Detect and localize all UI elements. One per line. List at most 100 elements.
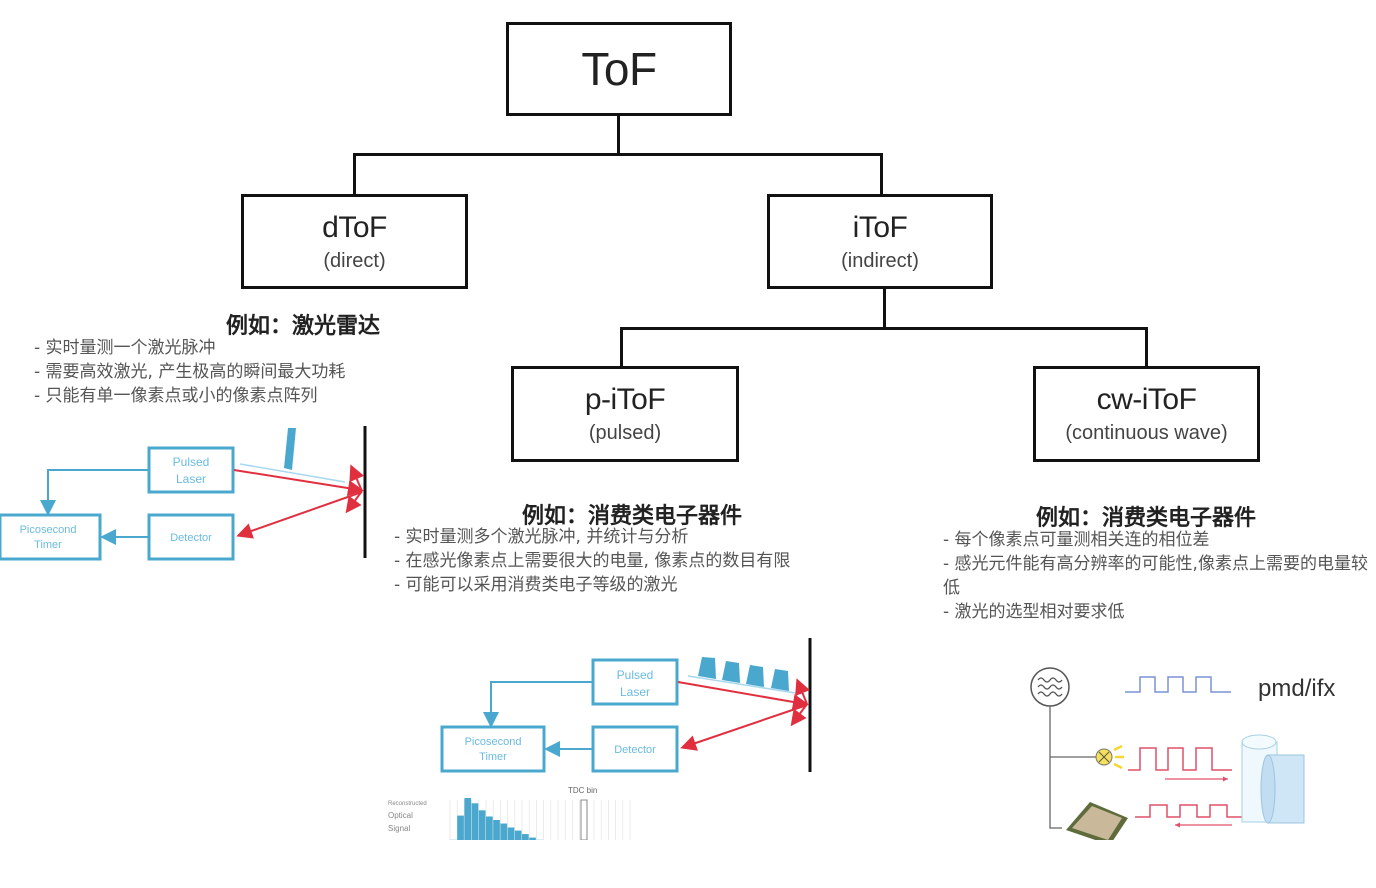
node-pitof-subtitle: (pulsed) (588, 422, 662, 444)
node-itof-title: iToF (852, 210, 908, 244)
node-itof-subtitle: (indirect) (841, 249, 919, 272)
laser-label: Laser (176, 472, 206, 486)
scatter-arrow (795, 678, 810, 705)
connector (353, 153, 883, 156)
detector-label: Detector (614, 744, 656, 756)
bullet: - 每个像素点可量测相关连的相位差 (943, 530, 1210, 550)
bullet: - 需要高效激光, 产生极高的瞬间最大功耗 (34, 362, 346, 382)
emitted-beam (677, 681, 809, 710)
bullet: - 实时量测多个激光脉冲, 并统计与分析 (394, 527, 689, 547)
node-dtof-subtitle: (direct) (323, 249, 386, 272)
sensor-chip-icon (1066, 802, 1128, 840)
histogram-bar (478, 810, 486, 840)
arrowhead (1175, 822, 1180, 828)
scatter-arrow (790, 703, 808, 727)
pulsed-laser-box (147, 446, 235, 494)
reflected-beam (236, 491, 363, 539)
histogram-marker-label: TDC bin (568, 786, 597, 795)
bullet: - 实时量测一个激光脉冲 (34, 338, 216, 358)
pulse-shape (771, 669, 789, 691)
bullet: - 感光元件能有高分辨率的可能性,像素点上需要的电量较低 (943, 554, 1368, 598)
histogram-ylabel: Reconstructed (388, 801, 427, 807)
pulse-baseline (687, 675, 803, 695)
histogram-bar (486, 816, 493, 840)
scatter-arrow (345, 490, 363, 514)
cwitof-diagram: pmd/ifx (1030, 667, 1335, 840)
node-cwitof-subtitle: (continuous wave) (1065, 422, 1228, 444)
tdc-bin-marker (580, 799, 588, 840)
timer-label: Picosecond (465, 736, 522, 748)
scatter-arrow (349, 464, 365, 492)
dtof-diagram: Pulsed Laser Detector Picosecond Timer (0, 426, 367, 561)
laser-label: Laser (620, 685, 650, 699)
light-source-cross (1098, 751, 1110, 763)
timer-box (440, 725, 546, 773)
light-rays (1113, 744, 1124, 770)
tdc-histogram: Reconstructed Optical Signal TDC bin (388, 786, 631, 840)
pulse-shape (698, 657, 716, 679)
pulse-shape (722, 661, 740, 683)
histogram-ylabel: Signal (388, 824, 410, 833)
pmd-label: pmd/ifx (1258, 675, 1335, 702)
node-pitof-title: p-iToF (584, 383, 666, 416)
pitof-bullets: - 实时量测多个激光脉冲, 并统计与分析 - 在感光像素点上需要很大的电量, 像… (394, 525, 790, 597)
connector (883, 289, 886, 329)
histogram-bar (507, 827, 515, 840)
emitted-beam (233, 469, 364, 497)
laser-label: Pulsed (173, 455, 210, 469)
detector-label: Detector (170, 532, 212, 544)
pitof-diagram: Pulsed Laser Detector Picosecond Timer (440, 638, 812, 773)
histogram-bar (464, 798, 472, 840)
dtof-example-title: 例如：激光雷达 (226, 314, 381, 339)
histogram-bar (500, 823, 508, 840)
timer-box (0, 513, 102, 561)
bullet: - 可能可以采用消费类电子等级的激光 (394, 575, 678, 595)
connector (353, 153, 356, 196)
node-cwitof: cw-iToF (continuous wave) (1033, 366, 1260, 462)
node-cwitof-title: cw-iToF (1096, 383, 1197, 416)
laser-label: Pulsed (617, 668, 654, 682)
arrowhead (1223, 776, 1228, 782)
pulse-baseline (239, 463, 346, 483)
bullet: - 在感光像素点上需要很大的电量, 像素点的数目有限 (394, 551, 791, 571)
histogram-bar (493, 820, 500, 840)
signal-line (1049, 706, 1062, 829)
bullet: - 激光的选型相对要求低 (943, 602, 1125, 622)
bullet: - 只能有单一像素点或小的像素点阵列 (34, 386, 318, 406)
pulse-shape (284, 428, 296, 470)
timer-label: Timer (34, 539, 62, 551)
node-pitof: p-iToF (pulsed) (511, 366, 739, 462)
timer-label: Picosecond (20, 524, 77, 536)
pulse-shape (746, 665, 764, 687)
target-cylinders-icon (1241, 734, 1305, 824)
reflected-beam (680, 704, 808, 751)
histogram-bar (529, 837, 536, 840)
histogram-ylabel: Optical (388, 811, 413, 820)
histogram-bar (457, 815, 464, 840)
pitof-example-title: 例如：消费类电子器件 (522, 504, 743, 529)
emitted-wave (1128, 747, 1232, 771)
node-dtof: dToF (direct) (241, 194, 468, 289)
node-tof: ToF (506, 22, 732, 116)
histogram-bar (471, 803, 479, 840)
connector (620, 327, 1148, 330)
node-itof: iToF (indirect) (767, 194, 993, 289)
connector (620, 327, 623, 369)
connector (880, 153, 883, 196)
wave-glyph (1037, 677, 1063, 697)
node-dtof-title: dToF (322, 210, 387, 244)
detector-box (591, 725, 679, 773)
node-tof-title: ToF (581, 42, 657, 95)
reference-wave (1125, 676, 1231, 693)
histogram-bar (522, 834, 529, 840)
dtof-bullets: - 实时量测一个激光脉冲 - 需要高效激光, 产生极高的瞬间最大功耗 - 只能有… (34, 336, 345, 408)
laser-to-timer-arrow (483, 681, 593, 728)
connector (617, 116, 620, 156)
received-wave (1135, 804, 1242, 818)
cwitof-bullets: - 每个像素点可量测相关连的相位差 - 感光元件能有高分辨率的可能性,像素点上需… (943, 528, 1368, 624)
histogram-bar (514, 830, 522, 840)
laser-to-timer-arrow (40, 469, 149, 516)
connector (1145, 327, 1148, 369)
timer-label: Timer (479, 751, 507, 763)
cwitof-example-title: 例如：消费类电子器件 (1036, 506, 1257, 531)
